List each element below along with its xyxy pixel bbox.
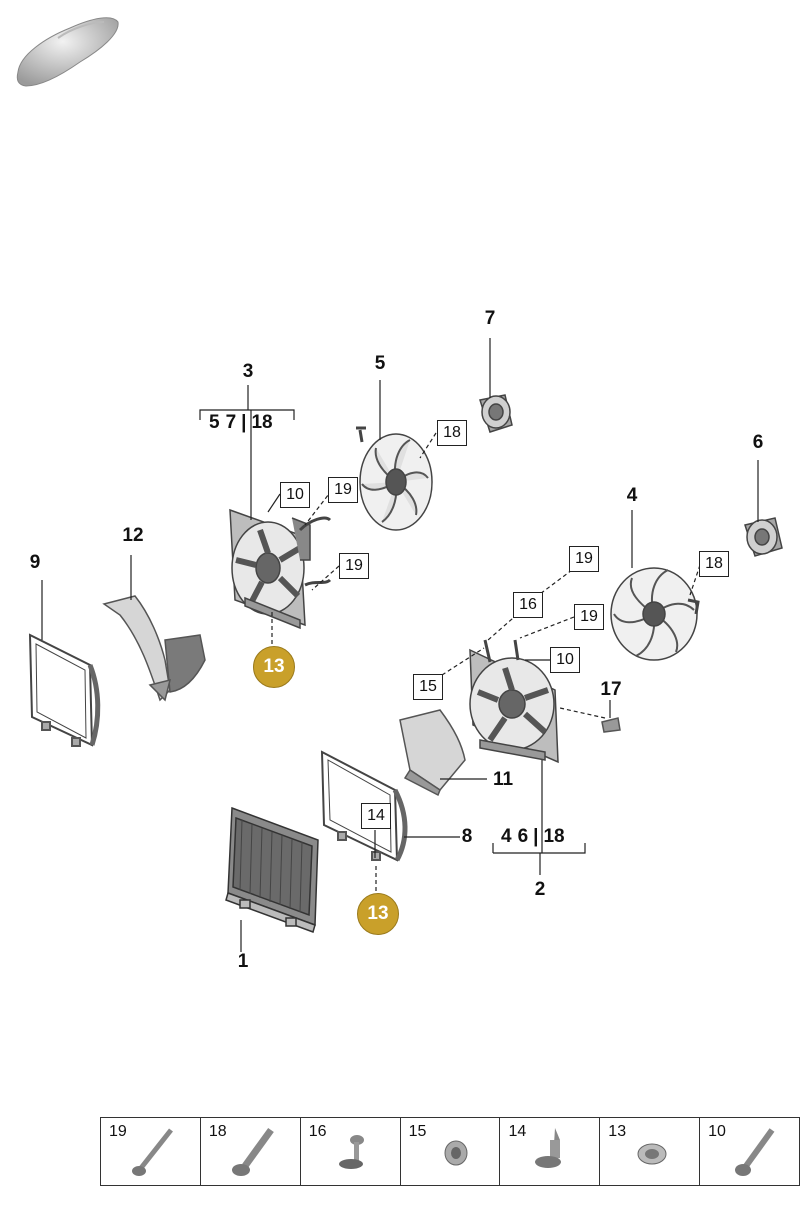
callout-17: 17	[600, 679, 622, 700]
hardware-number: 16	[308, 1123, 327, 1140]
callout-8: 8	[461, 826, 473, 847]
group-item: 18	[543, 826, 565, 847]
bolt-icon	[132, 1128, 173, 1176]
boxed-callout-10: 10	[280, 482, 310, 508]
part-1-radiator	[225, 806, 319, 933]
part-17-clip	[601, 717, 621, 733]
boxed-callout-18: 18	[699, 551, 729, 577]
boxed-callout-14: 14	[361, 803, 391, 829]
group-item: 7	[225, 412, 237, 433]
boxed-callout-16: 16	[513, 592, 543, 618]
hardware-cell: 14	[500, 1118, 601, 1185]
callout-7: 7	[484, 308, 496, 329]
group-item: 5	[209, 412, 220, 433]
hardware-number: 13	[608, 1123, 627, 1140]
part-7-fan-motor	[479, 394, 513, 433]
part-3-fan-housing	[229, 508, 332, 630]
grommet-icon	[444, 1140, 468, 1166]
bolt-icon	[231, 1127, 274, 1176]
part-11-duct	[399, 709, 466, 797]
boxed-callout-18: 18	[437, 420, 467, 446]
hardware-cell: 15	[401, 1118, 501, 1185]
part-9-shroud-frame	[28, 633, 101, 747]
callout-2: 2	[534, 879, 546, 900]
group-item: 4	[501, 826, 512, 847]
group-item: 18	[251, 412, 273, 433]
hardware-number: 19	[109, 1123, 127, 1140]
hardware-number: 10	[708, 1123, 726, 1140]
boxed-callout-19: 19	[574, 604, 604, 630]
part-2-fan-housing	[469, 639, 559, 764]
boxed-callout-19: 19	[339, 553, 369, 579]
badge-13-bottom: 13	[357, 893, 399, 935]
part-6-fan-motor	[744, 517, 783, 557]
hardware-cell: 18	[201, 1118, 301, 1185]
part-4-fan-blade	[610, 567, 700, 661]
callout-4: 4	[626, 485, 638, 506]
hardware-cell: 10	[700, 1118, 799, 1185]
hardware-cell: 19	[101, 1118, 201, 1185]
callout-1: 1	[237, 951, 249, 972]
cap-icon	[637, 1143, 667, 1165]
callout-11: 11	[492, 769, 514, 790]
screw-icon	[735, 1128, 775, 1176]
rivet-icon	[338, 1135, 364, 1169]
callout-5: 5	[374, 353, 386, 374]
hardware-cell: 13	[600, 1118, 701, 1185]
hardware-number: 18	[208, 1123, 227, 1140]
boxed-callout-19: 19	[328, 477, 358, 503]
part-12-air-duct	[102, 595, 206, 702]
vehicle-thumbnail	[16, 17, 119, 87]
badge-13-top: 13	[253, 646, 295, 688]
hardware-number: 14	[508, 1123, 527, 1140]
hardware-table: 19 18 16 15 14 1	[100, 1117, 800, 1186]
boxed-callout-10: 10	[550, 647, 580, 673]
boxed-callout-15: 15	[413, 674, 443, 700]
pin-icon	[535, 1128, 562, 1168]
hardware-cell: 16	[301, 1118, 401, 1185]
group-item: 6	[517, 826, 529, 847]
callout-9: 9	[29, 552, 41, 573]
hardware-number: 15	[408, 1123, 427, 1140]
part-8-shroud-frame	[320, 750, 408, 862]
boxed-callout-19: 19	[569, 546, 599, 572]
callout-6: 6	[752, 432, 764, 453]
part-5-fan-blade	[356, 426, 433, 531]
callout-12: 12	[122, 525, 144, 546]
callout-3: 3	[242, 361, 254, 382]
